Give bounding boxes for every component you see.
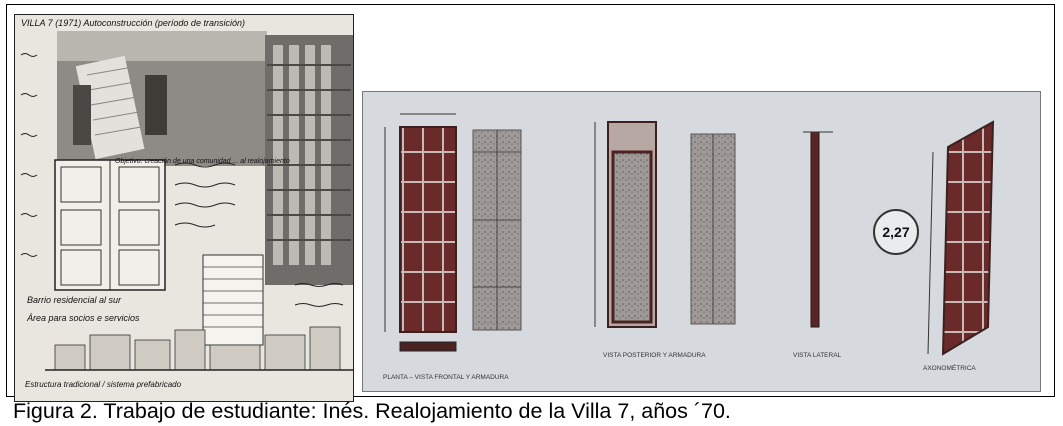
dimension-badge bbox=[873, 209, 919, 255]
label-planta: PLANTA – VISTA FRONTAL Y ARMADURA bbox=[383, 374, 509, 381]
sketch-bullet-1: Barrio residencial al sur bbox=[27, 295, 122, 305]
sketch-header-note: VILLA 7 (1971) Autoconstrucción (período… bbox=[21, 18, 245, 28]
axonometric-panel bbox=[941, 120, 995, 356]
panel-technical-drawing: 2,27 PLANTA – VISTA FRONTAL Y ARMADURA V… bbox=[362, 91, 1041, 392]
student-sketch-image: VILLA 7 (1971) Autoconstrucción (período… bbox=[14, 14, 354, 402]
label-posterior: VISTA POSTERIOR Y ARMADURA bbox=[603, 352, 706, 359]
sketch-objective-note: Objetivo: creación de una comunidad ... … bbox=[115, 158, 290, 165]
sketch-bullet-2: Área para socios e servicios bbox=[26, 313, 140, 323]
sketch-artwork: VILLA 7 (1971) Autoconstrucción (período… bbox=[20, 18, 353, 389]
sketch-bottom-note: Estructura tradicional / sistema prefabr… bbox=[25, 380, 182, 389]
drawing-artwork: 2,27 PLANTA – VISTA FRONTAL Y ARMADURA V… bbox=[383, 113, 995, 381]
label-axonometrica: AXONOMÉTRICA bbox=[923, 363, 976, 372]
figure-caption: Figura 2. Trabajo de estudiante: Inés. R… bbox=[13, 399, 731, 423]
dimension-badge-text: 2,27 bbox=[882, 224, 909, 240]
front-view-panel bbox=[399, 126, 457, 333]
label-lateral: VISTA LATERAL bbox=[793, 352, 842, 359]
